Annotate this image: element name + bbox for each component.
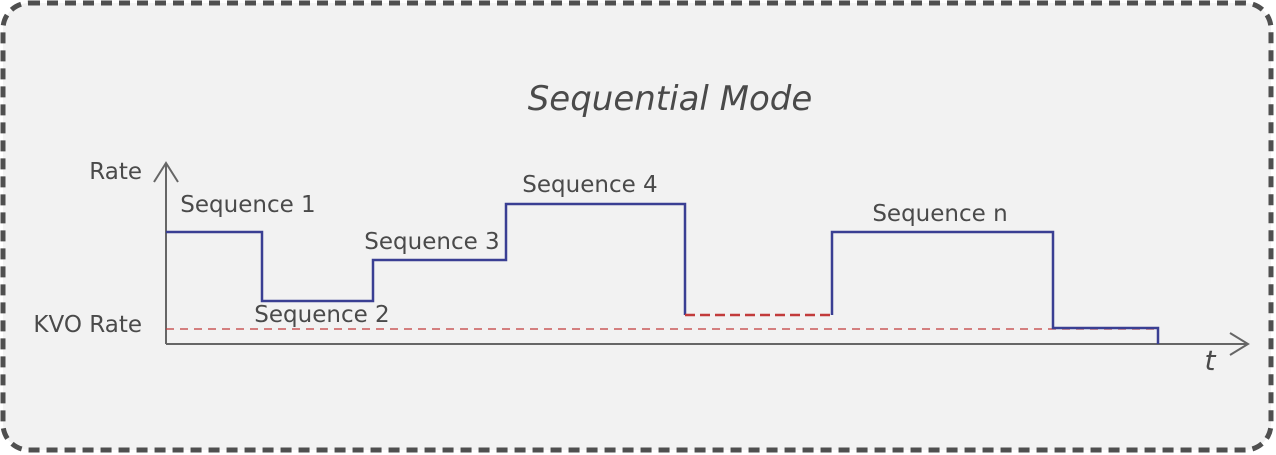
sequence-label-n: Sequence n — [872, 201, 1007, 227]
x-axis-label: t — [1205, 344, 1217, 377]
rate-step-line-start — [166, 202, 687, 315]
y-axis-label: Rate — [89, 159, 142, 185]
kvo-rate-label: KVO Rate — [33, 312, 142, 338]
sequence-label-4: Sequence 4 — [522, 172, 657, 198]
y-axis-arrowhead — [153, 161, 179, 183]
diagram-title: Sequential Mode — [528, 79, 813, 119]
sequence-label-1: Sequence 1 — [180, 192, 315, 218]
rate-step-line-end — [830, 230, 1160, 344]
x-axis-arrowhead — [1229, 332, 1250, 356]
sequence-label-2: Sequence 2 — [254, 302, 389, 328]
sequence-label-3: Sequence 3 — [364, 229, 499, 255]
